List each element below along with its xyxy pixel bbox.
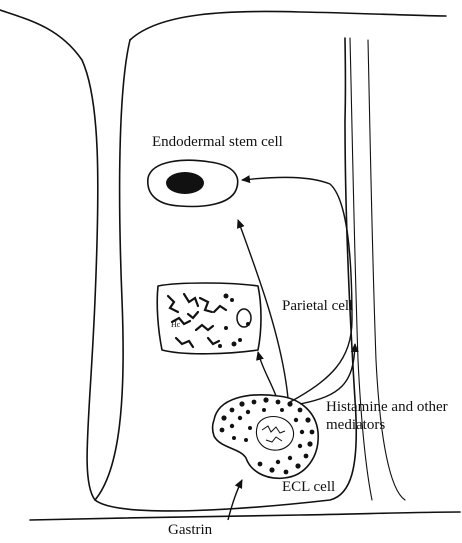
parietal-cell-granules (218, 294, 250, 349)
ecl-cell-chromatin (262, 426, 285, 442)
gastrin-label: Gastrin (168, 521, 212, 539)
parietal-cell-label: Parietal cell (282, 297, 353, 315)
basal-membrane-line (30, 512, 460, 520)
ecl-cell-body (213, 395, 319, 478)
parietal-cell-nucleus-mark: Hc (171, 320, 181, 329)
gland-cell-left-lobe (95, 40, 130, 500)
gland-cell-top-outline (130, 11, 446, 40)
ecl-cell-granules (220, 397, 315, 474)
histamine-label: Histamine and other mediators (326, 398, 458, 434)
stem-cell-nucleus (166, 172, 204, 194)
stem-cell-label: Endodermal stem cell (152, 133, 283, 151)
arrow-gastrin-to-ecl (228, 480, 242, 520)
parietal-cell-body (157, 283, 261, 354)
parietal-cell-nucleus (237, 309, 251, 327)
ecl-cell-label: ECL cell (282, 478, 335, 496)
gland-cell-outline (0, 10, 356, 511)
arrow-mediators-loop (300, 344, 355, 404)
ecl-cell-nucleus (256, 417, 293, 451)
arrow-ecl-to-parietal-cell (258, 352, 276, 396)
